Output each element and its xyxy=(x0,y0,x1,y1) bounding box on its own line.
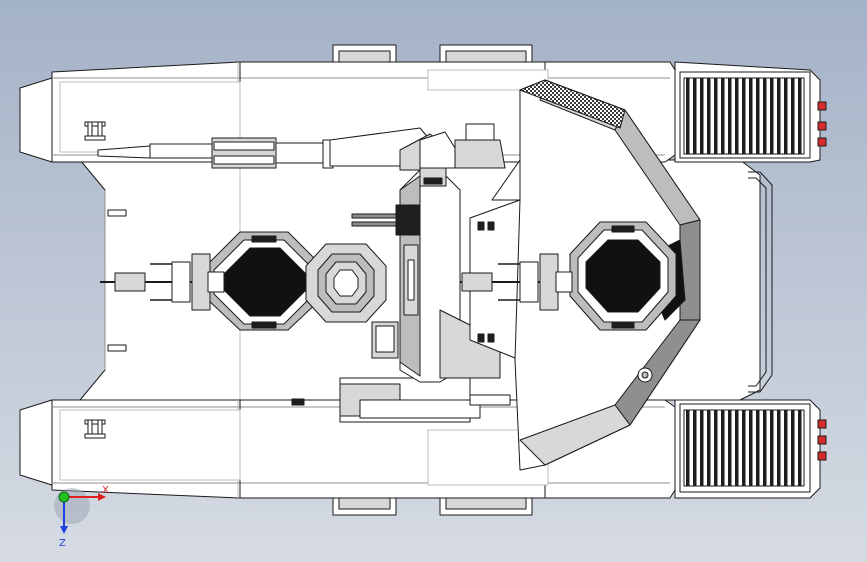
z-axis-arrowhead xyxy=(60,526,68,534)
tow-hook xyxy=(84,419,106,425)
turret xyxy=(351,131,506,383)
front-hatch xyxy=(569,221,677,331)
triad-origin-shadow xyxy=(54,488,90,524)
hull-mark xyxy=(107,344,127,352)
z-axis-label: Z xyxy=(59,538,66,549)
x-axis-label: X xyxy=(102,485,109,496)
main-cannon xyxy=(97,123,495,171)
hull-mark xyxy=(107,209,127,217)
mesh-panel xyxy=(519,79,626,129)
top-handles xyxy=(332,44,533,64)
marker-light xyxy=(817,435,827,445)
cupola xyxy=(305,243,387,323)
marker-light xyxy=(817,101,827,111)
vent-grille xyxy=(683,409,805,487)
vehicle-model[interactable] xyxy=(19,44,827,516)
rear-gun-left xyxy=(100,253,225,311)
upper-track-pod xyxy=(19,61,827,163)
front-gun xyxy=(460,253,573,311)
marker-light xyxy=(817,121,827,131)
rear-hatch xyxy=(205,231,323,331)
side-rail xyxy=(748,171,773,393)
y-axis-indicator xyxy=(58,491,70,503)
orientation-triad[interactable]: X Z xyxy=(54,485,109,549)
tow-hook xyxy=(84,121,106,127)
marker-light xyxy=(817,451,827,461)
marker-light xyxy=(817,419,827,429)
bottom-handles xyxy=(332,496,533,516)
vent-grille xyxy=(683,77,805,155)
secondary-gun xyxy=(339,377,511,423)
marker-light xyxy=(817,137,827,147)
x-axis-arrowhead xyxy=(98,493,106,501)
